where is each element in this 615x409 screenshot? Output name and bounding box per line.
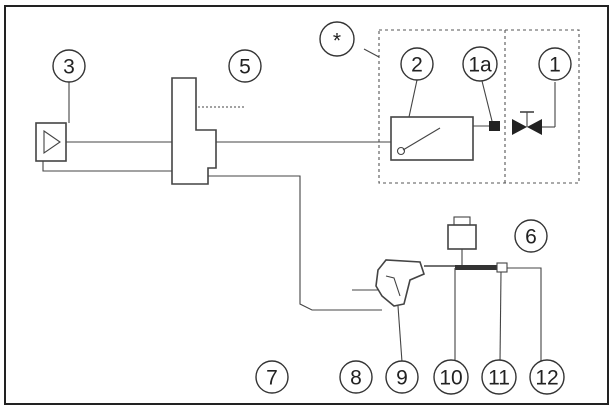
callout-11: 11: [481, 359, 517, 395]
callout-11-label: 11: [488, 367, 510, 390]
callout-3-label: 3: [63, 56, 75, 79]
callout-6-label: 6: [525, 226, 537, 249]
pump-symbol: [35, 122, 67, 162]
callout-3: 3: [52, 49, 86, 83]
detergent-container: [447, 216, 477, 268]
callout-6: 6: [514, 219, 548, 253]
callout-10: 10: [433, 359, 469, 395]
spray-gun-and-lance: [375, 259, 508, 307]
callout-star-label: *: [333, 30, 341, 53]
callout-8-label: 8: [350, 367, 362, 390]
supply-valve: [512, 82, 556, 135]
float-tank: [390, 116, 474, 161]
callout-7-label: 7: [266, 367, 278, 390]
callout-7: 7: [255, 360, 289, 394]
callout-2-label: 2: [411, 54, 423, 77]
leader-lines: [68, 48, 542, 363]
callout-12-label: 12: [535, 367, 558, 390]
machine-block: [171, 77, 246, 185]
callout-1: 1: [538, 47, 572, 81]
water-supply-enclosure: [378, 29, 580, 184]
callout-10-label: 10: [439, 367, 462, 390]
callout-9: 9: [385, 360, 419, 394]
callout-12: 12: [529, 359, 565, 395]
callout-star: *: [319, 21, 355, 57]
callout-2: 2: [400, 47, 434, 81]
callout-1-label: 1: [549, 54, 561, 77]
callout-9-label: 9: [396, 367, 408, 390]
callout-8: 8: [339, 360, 373, 394]
callout-5: 5: [228, 49, 262, 83]
callout-1a-label: 1a: [468, 54, 492, 77]
inlet-connector: [489, 121, 500, 131]
callout-5-label: 5: [239, 56, 251, 79]
callout-1a: 1a: [462, 46, 498, 82]
diagram-frame: [4, 5, 609, 405]
pipework: [42, 125, 490, 311]
